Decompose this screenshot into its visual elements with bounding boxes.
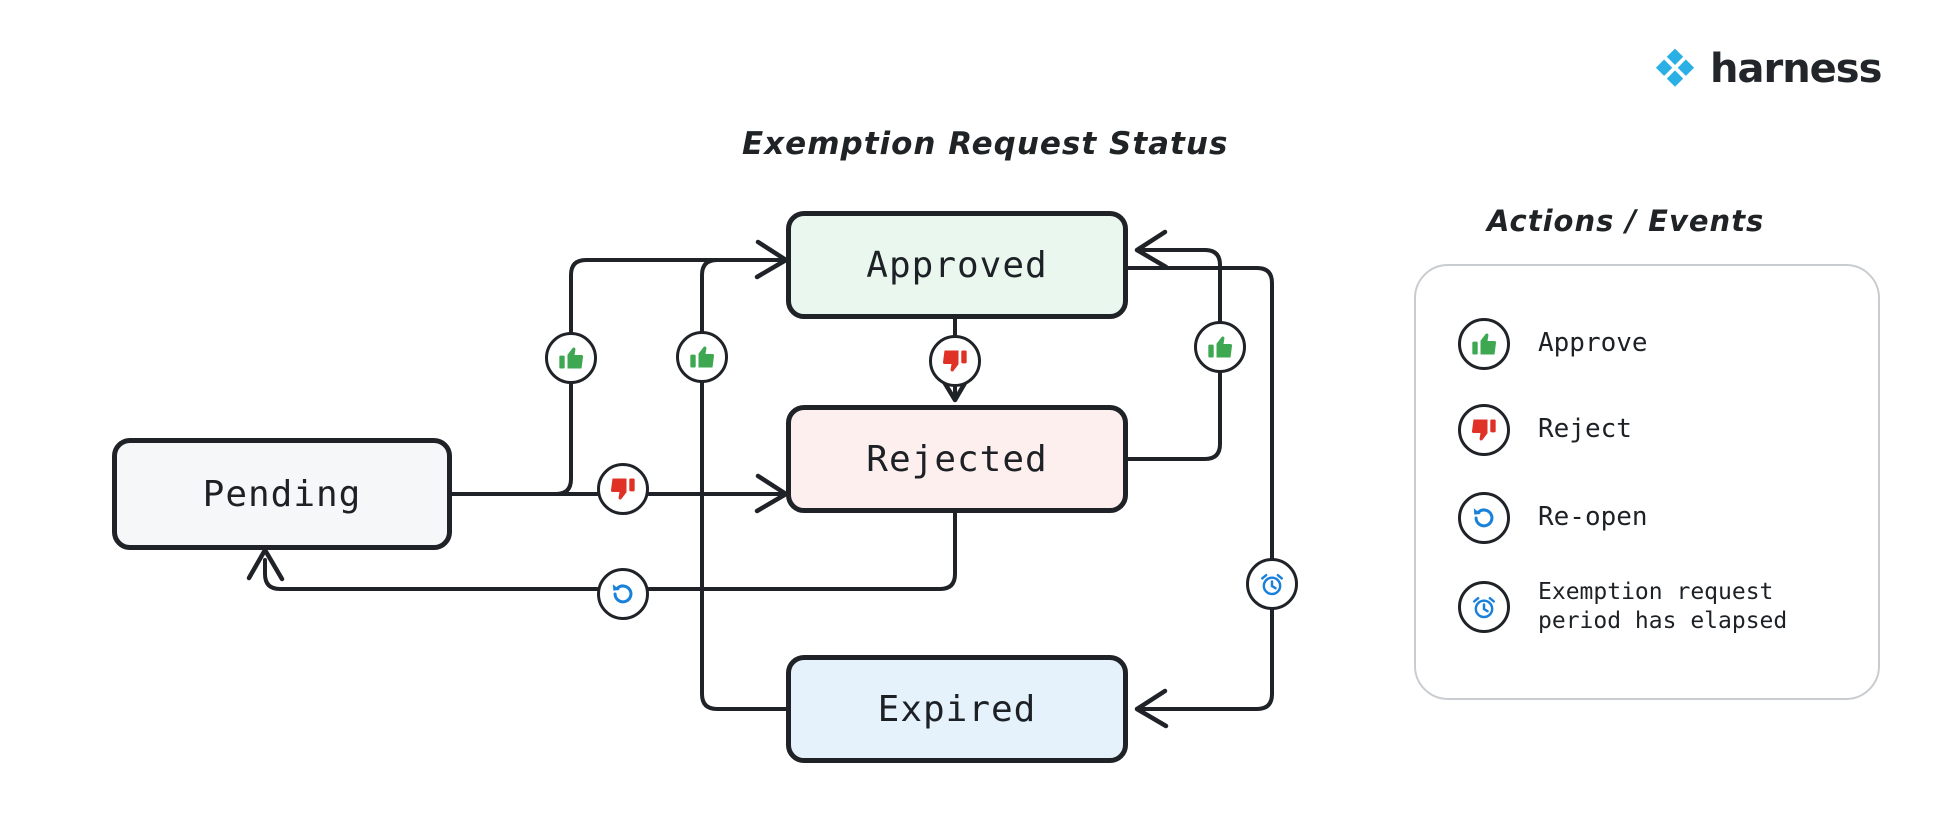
state-node-approved[interactable]: Approved xyxy=(786,211,1128,319)
legend-item: Reject xyxy=(1458,404,1632,456)
legend-item: Exemption request period has elapsed xyxy=(1458,578,1787,637)
re-open-icon xyxy=(1458,492,1510,544)
arrowhead-into-expired-right xyxy=(1134,688,1169,729)
edge-rejected-approved-upper xyxy=(1135,248,1222,323)
harness-diamond-logo-icon xyxy=(1652,46,1698,92)
edge-rejected-pending-a xyxy=(647,511,957,591)
edge-badge-approve[interactable] xyxy=(545,332,597,384)
edge-badge-approve[interactable] xyxy=(1194,321,1246,373)
legend-item: Approve xyxy=(1458,318,1648,370)
legend-panel: Approve Reject Re-open xyxy=(1414,264,1880,700)
thumbs-up-icon xyxy=(557,344,585,372)
legend-item-label: Re-open xyxy=(1538,502,1648,533)
edge-approved-expired-lower xyxy=(1135,608,1274,711)
edge-badge-expire[interactable] xyxy=(1246,558,1298,610)
thumbs-up-icon xyxy=(688,343,716,371)
edge-badge-reopen[interactable] xyxy=(597,568,649,620)
edge-badge-approve[interactable] xyxy=(676,331,728,383)
legend-item-label: Reject xyxy=(1538,414,1632,445)
legend-item: Re-open xyxy=(1458,492,1648,544)
edge-expired-approved-upper xyxy=(700,258,788,333)
arrowhead-into-approved-right xyxy=(1134,229,1169,270)
thumbs-down-icon xyxy=(609,475,637,503)
thumbs-up-icon xyxy=(1458,318,1510,370)
edge-rejected-approved-lower xyxy=(1126,371,1222,461)
legend-title: Actions / Events xyxy=(1487,204,1765,238)
state-node-rejected[interactable]: Rejected xyxy=(786,405,1128,513)
harness-logo: harness xyxy=(1652,46,1882,92)
harness-wordmark: harness xyxy=(1710,46,1882,92)
state-node-pending[interactable]: Pending xyxy=(112,438,452,550)
alarm-clock-icon xyxy=(1458,581,1510,634)
edge-pending-approved-upper xyxy=(569,258,788,334)
thumbs-up-icon xyxy=(1206,333,1234,361)
re-open-icon xyxy=(609,580,637,608)
diagram-title: Exemption Request Status xyxy=(742,126,1229,162)
alarm-clock-icon xyxy=(1258,570,1286,598)
edge-approved-expired-upper xyxy=(1126,266,1274,560)
edge-badge-reject[interactable] xyxy=(597,463,649,515)
legend-item-label: Approve xyxy=(1538,328,1648,359)
state-node-expired[interactable]: Expired xyxy=(786,655,1128,763)
edge-expired-approved-lower xyxy=(700,381,788,711)
edge-badge-reject[interactable] xyxy=(929,335,981,387)
edge-rejected-pending-b xyxy=(263,558,599,591)
arrowhead-into-pending-bottom xyxy=(246,547,285,582)
legend-item-label: Exemption request period has elapsed xyxy=(1538,579,1788,635)
thumbs-down-icon xyxy=(941,347,969,375)
thumbs-down-icon xyxy=(1458,404,1510,456)
edge-pending-approved-lower xyxy=(554,382,573,496)
